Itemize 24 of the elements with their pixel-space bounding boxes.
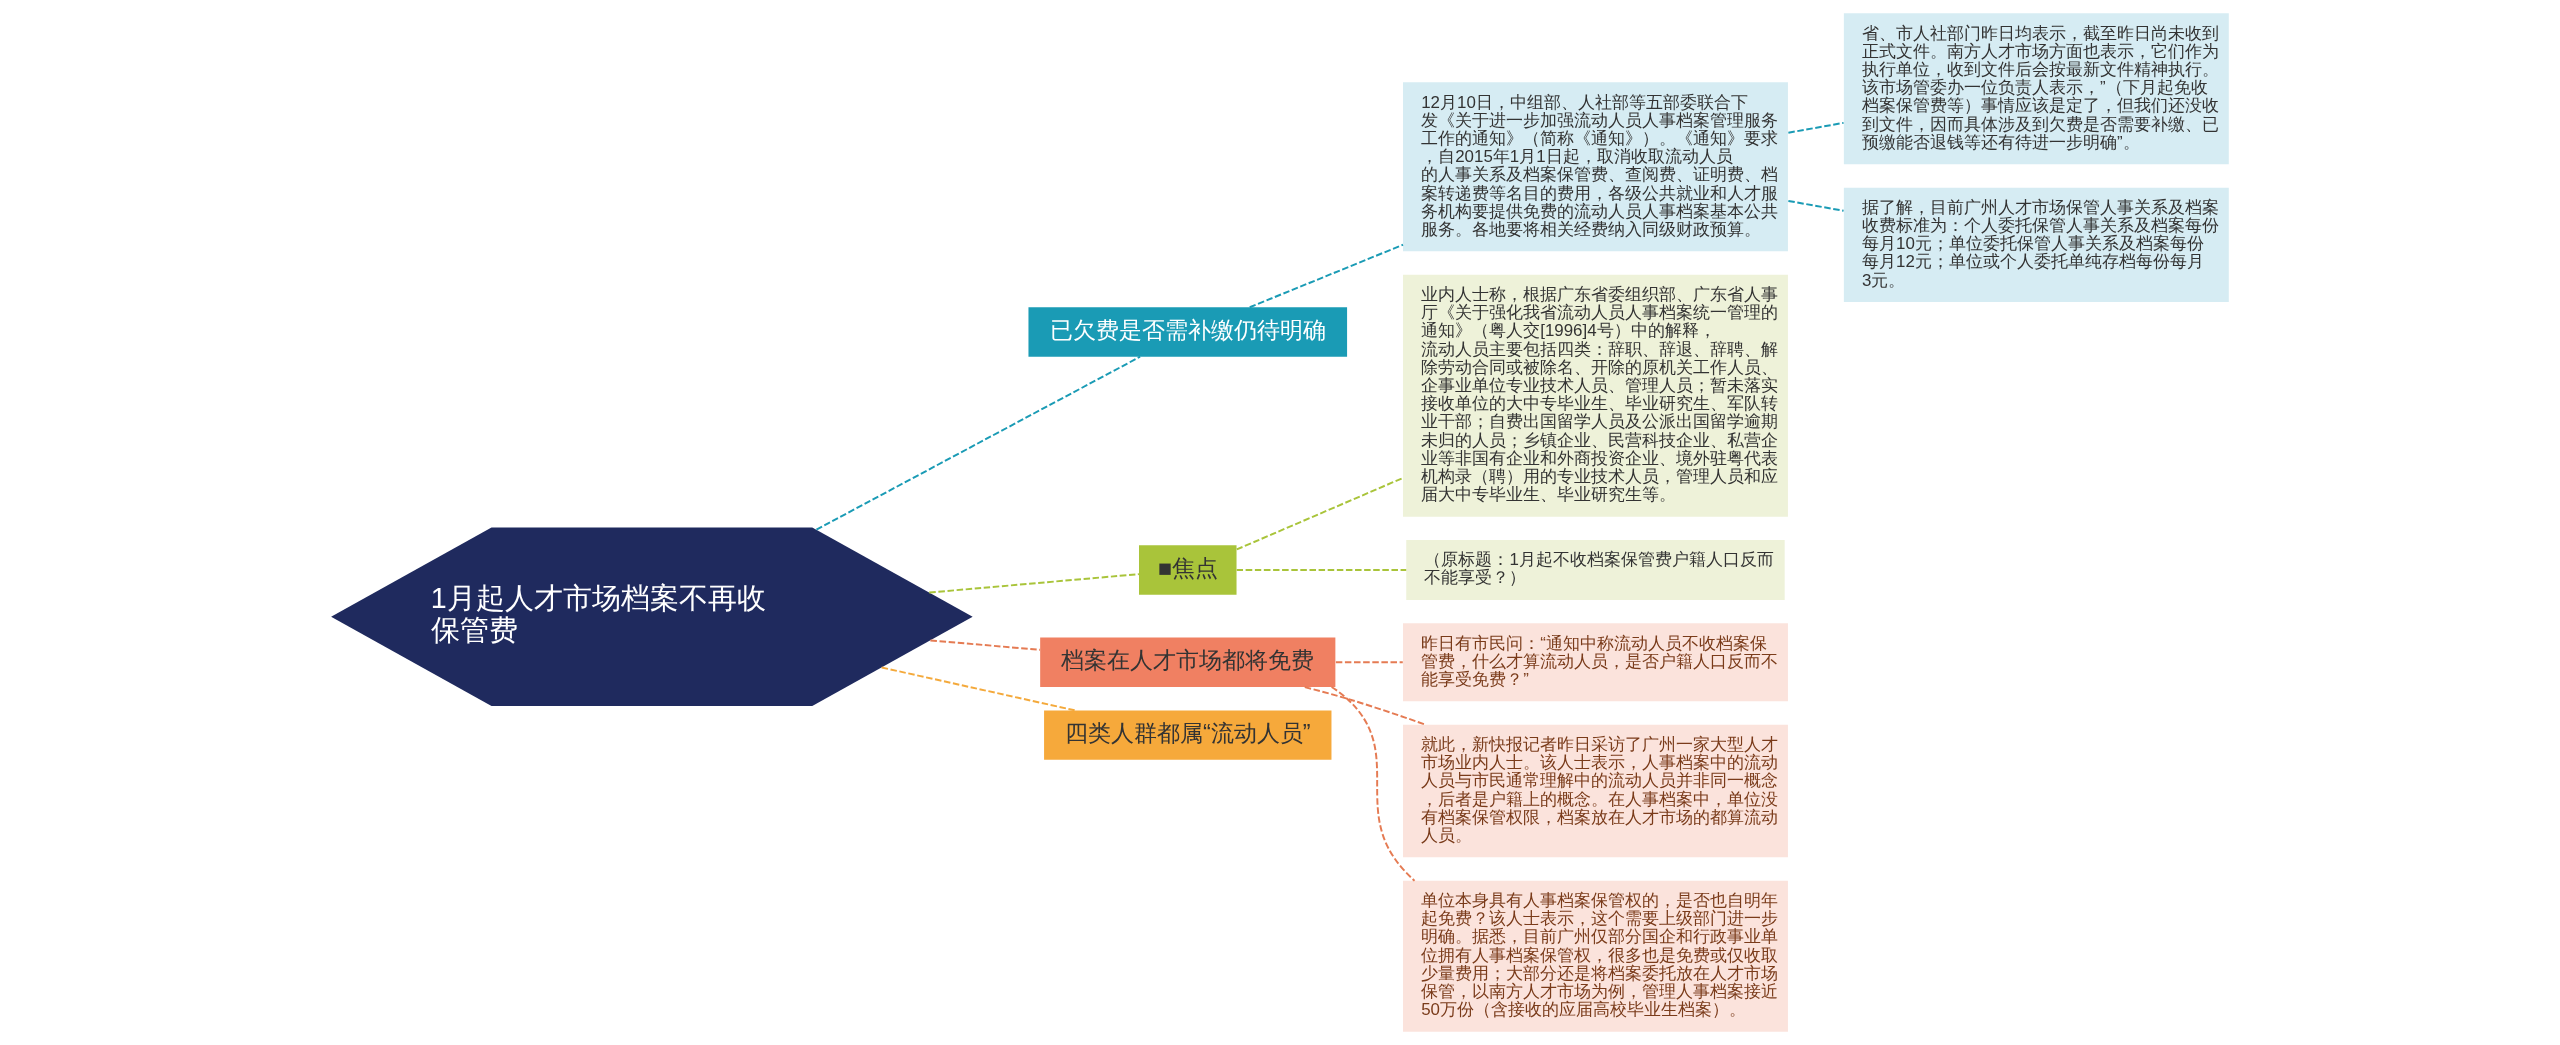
node-box: 业内人士称，根据广东省委组织部、广东省人事厅《关于强化我省流动人员人事档案统一管理的通知》（粤人交[1996]4号）中的解释，流动人员主要包括四类：辞职、辞退、辞聘、解除劳动合同或被除名、开除的原机关工作人员、企事业单位专业技术人员、管理人员；暂未落实接收单位的大中专毕业生、毕业研究生、军队转业干部；自费出国留学人员及公派出国留学逾期未归的人员；乡镇企业、民营科技企业、私营企业等非国有企业和外商投资企业、境外驻粤代表机构录（聘）用的专业技术人员，管理人员和应届大中专毕业生、毕业研究生等。 (1403, 274, 1788, 517)
node-box: （原标题：1月起不收档案保管费户籍人口反而不能享受？） (1406, 540, 1785, 600)
node-box: 据了解，目前广州人才市场保管人事关系及档案收费标准为：个人委托保管人事关系及档案每份每月10元；单位委托保管人事关系及档案每份每月12元；单位或个人委托单纯存档每份每月3元。 (1843, 187, 2229, 303)
connector (1235, 569, 1408, 571)
node-box: 已欠费是否需补缴仍待明确 (1028, 307, 1348, 357)
connector (1248, 243, 1404, 309)
node-box: ■焦点 (1139, 545, 1237, 595)
connector (1334, 661, 1404, 664)
node-box: 单位本身具有人事档案保管权的，是否也自明年起免费？该人士表示，这个需要上级部门进一步明确。据悉，目前广州仅部分国企和行政事业单位拥有人事档案保管权，很多也是免费或仅收取少量费用；大部分还是将档案委托放在人才市场保管，以南方人才市场为例，管理人事档案接近50万份（含接收的应届高校毕业生档案）。 (1403, 880, 1788, 1032)
connector (1787, 199, 1845, 212)
connector (1330, 686, 1416, 882)
connector (928, 573, 1140, 594)
node-box: 档案在人才市场都将免费 (1040, 637, 1336, 687)
connector (1787, 121, 1845, 134)
connector (1235, 477, 1404, 551)
node-box: 就此，新快报记者昨日采访了广州一家大型人才市场业内人士。该人士表示，人事档案中的流动人员与市民通常理解中的流动人员并非同一概念，后者是户籍上的概念。在人事档案中，单位没有档案保管权限，档案放在人才市场的都算流动人员。 (1403, 724, 1788, 858)
node-box: 四类人群都属“流动人员” (1044, 710, 1332, 760)
connector (1303, 686, 1427, 726)
node-box: 省、市人社部门昨日均表示，截至昨日尚未收到正式文件。南方人才市场方面也表示，它们作为执行单位，收到文件后会按最新文件精神执行。该市场管委办一位负责人表示，”（下月起免收档案保管费等）事情应该是定了，但我们还没收到文件，因而具体涉及到欠费是否需要补缴、已预缴能否退钱等还有待进一步明确”。 (1843, 13, 2229, 165)
node-box: 12月10日，中组部、人社部等五部委联合下发《关于进一步加强流动人员人事档案管理服务工作的通知》（简称《通知》）。《通知》要求，自2015年1月1日起，取消收取流动人员的人事关系及档案保管费、查阅费、证明费、档案转递费等名目的费用，各级公共就业和人才服务机构要提供免费的流动人员人事档案基本公共服务。各地要将相关经费纳入同级财政预算。 (1403, 82, 1788, 252)
node-box: 昨日有市民问：“通知中称流动人员不收档案保管费，什么才算流动人员，是否户籍人口反而不能享受免费？” (1403, 623, 1788, 702)
connector (929, 639, 1042, 651)
connector (815, 355, 1142, 531)
connector (880, 666, 1077, 712)
